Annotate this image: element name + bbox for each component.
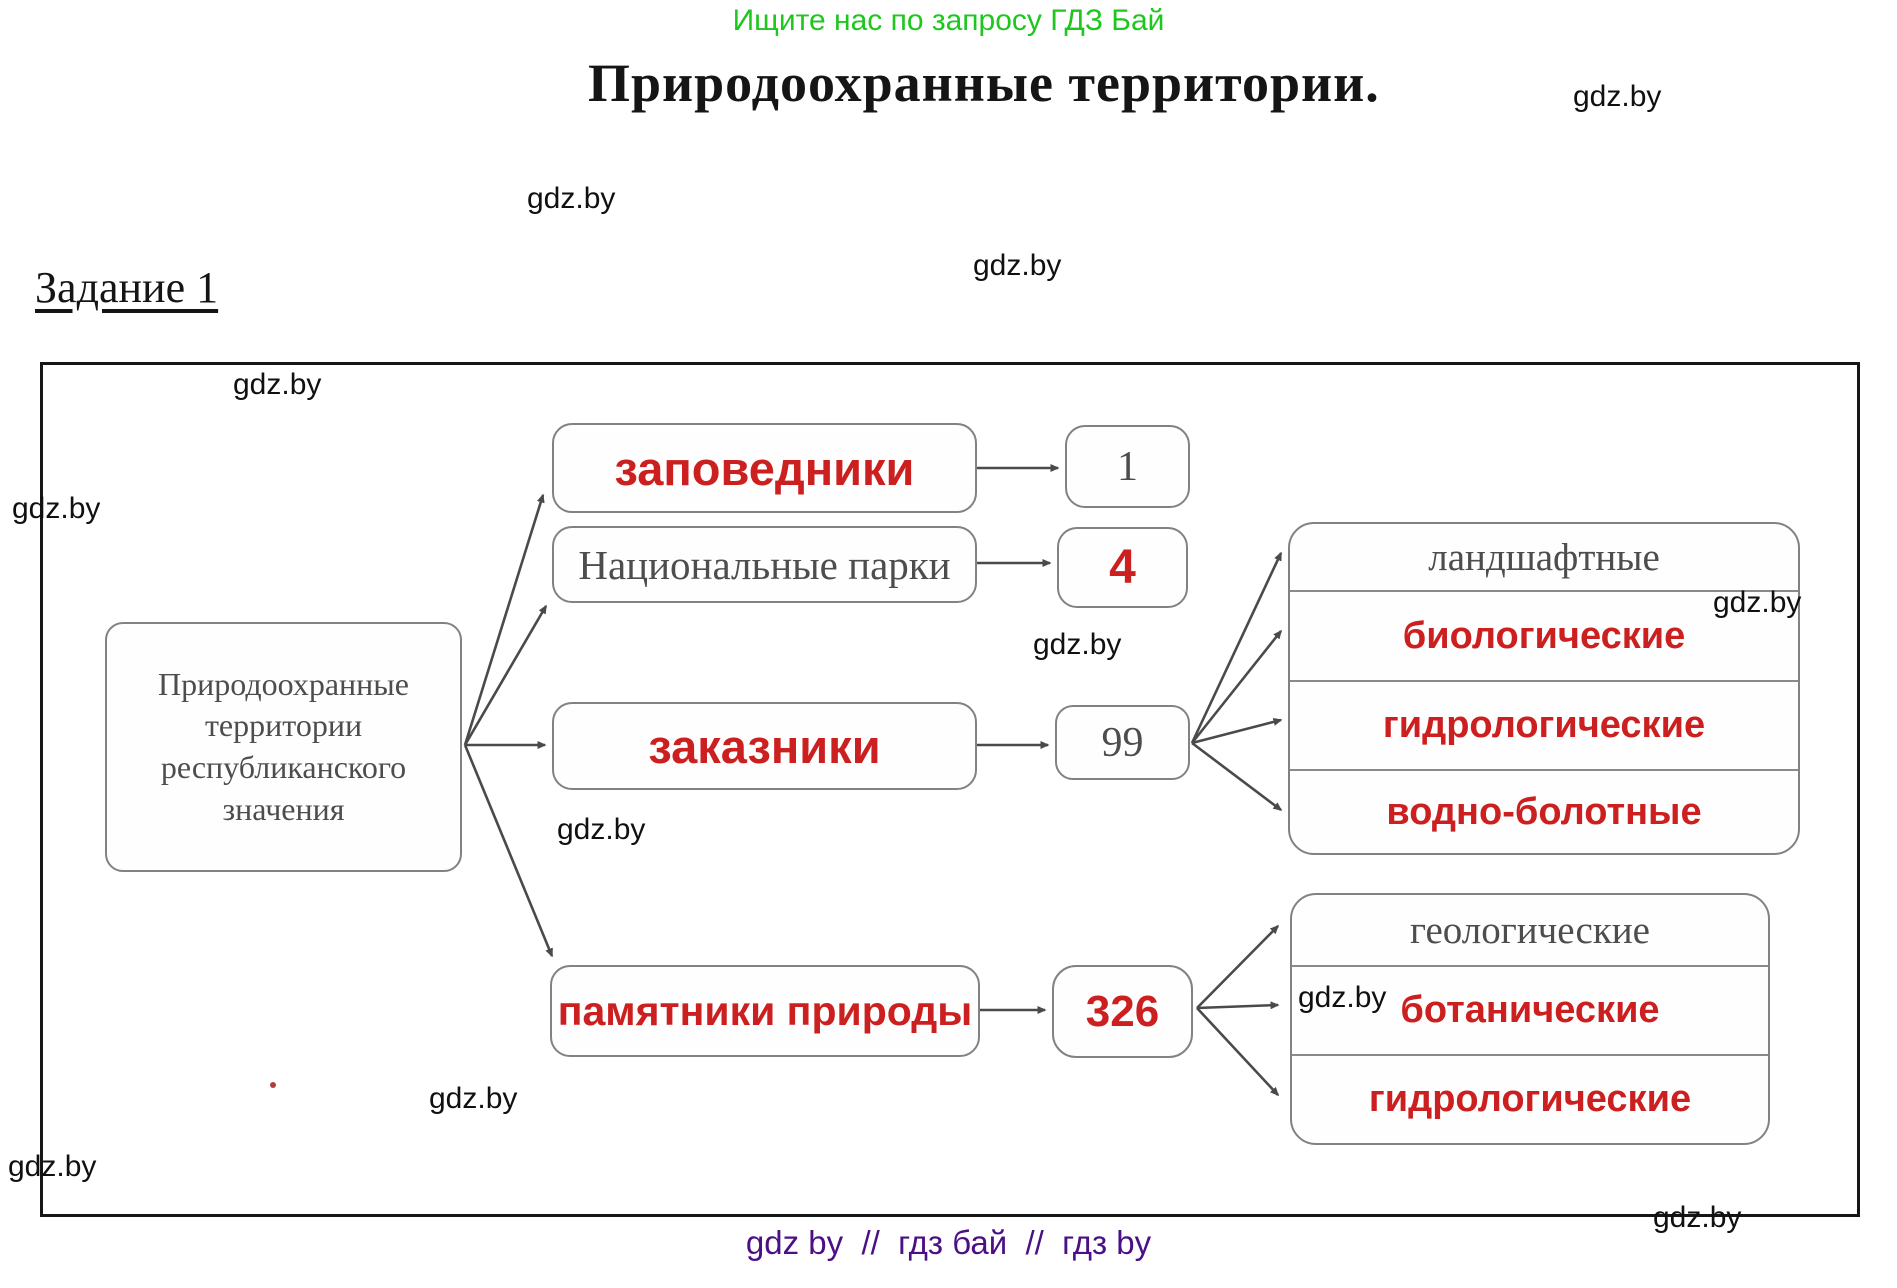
type-geologicheskie: геологические	[1410, 908, 1650, 952]
type-landshaftnye: ландшафтные	[1428, 535, 1660, 579]
watermark-gdzby: gdz.by	[429, 1082, 518, 1115]
watermark-gdzby: gdz.by	[527, 182, 616, 215]
node-zapovedniki: заповедники	[552, 423, 977, 513]
type-gidrologicheskie: гидрологические	[1290, 680, 1798, 769]
zakazniki-types-box: ландшафтные биологические гидрологически…	[1288, 522, 1800, 855]
watermark-gdzby: gdz.by	[973, 249, 1062, 282]
task-heading: Задание 1	[35, 263, 219, 312]
scan-speck	[270, 1082, 276, 1088]
watermark-gdzby: gdz.by	[1033, 628, 1122, 661]
watermark-gdzby: gdz.by	[1298, 981, 1387, 1014]
node-zakazniki: заказники	[552, 702, 977, 790]
type-vodno-bolotnye: водно-болотные	[1290, 769, 1798, 853]
watermark-gdzby: gdz.by	[1713, 586, 1802, 619]
watermark-gdzby: gdz.by	[1573, 80, 1662, 113]
type-botanicheskie: ботанические	[1292, 965, 1768, 1054]
count-zapovedniki: 1	[1065, 425, 1190, 508]
count-natsionalnye-parki: 4	[1057, 527, 1188, 608]
node-pamyatniki-prirody: памятники природы	[550, 965, 980, 1057]
watermark-gdzby: gdz.by	[12, 492, 101, 525]
watermark-gdzby: gdz.by	[233, 368, 322, 401]
watermark-gdzby: gdz.by	[1653, 1201, 1742, 1234]
type-gidrologicheskie-2: гидрологические	[1292, 1054, 1768, 1143]
node-natsionalnye-parki: Национальные парки	[552, 526, 977, 603]
root-node: Природоохранные территории республиканск…	[105, 622, 462, 872]
type-biologicheskie: биологические	[1290, 590, 1798, 680]
page-title: Природоохранные территории.	[588, 53, 1380, 113]
footer-watermark: gdz by // гдз бай // гдз by	[745, 1224, 1152, 1261]
count-pamyatniki-prirody: 326	[1052, 965, 1193, 1058]
watermark-gdzby: gdz.by	[557, 813, 646, 846]
pamyatniki-types-box: геологические ботанические гидрологическ…	[1290, 893, 1770, 1145]
promo-text: Ищите нас по запросу ГДЗ Бай	[732, 4, 1165, 37]
connector-arrows	[463, 464, 1283, 1097]
watermark-gdzby: gdz.by	[8, 1150, 97, 1183]
count-zakazniki: 99	[1055, 705, 1190, 780]
